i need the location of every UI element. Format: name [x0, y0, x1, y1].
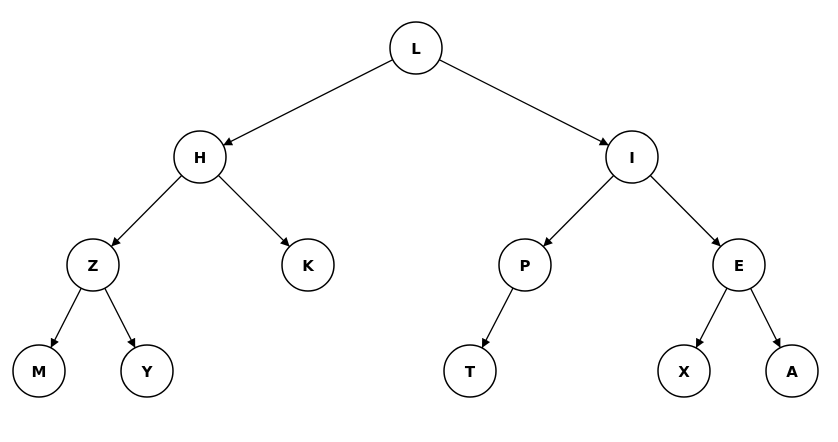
node-H-label: H [194, 149, 207, 167]
node-E-circle [712, 238, 766, 292]
node-I: I [605, 130, 659, 184]
edge-E-A [750, 288, 781, 348]
node-Z-circle [66, 238, 120, 292]
node-H: H [173, 130, 227, 184]
edge-Z-M [50, 287, 82, 349]
node-layer: L H I Z K P E M [12, 21, 819, 398]
node-M-circle [12, 344, 66, 398]
node-H-circle [173, 130, 227, 184]
node-X-circle [657, 344, 711, 398]
edge-L-I [438, 59, 610, 146]
node-L-label: L [411, 40, 421, 58]
edge-Z-Y [104, 287, 136, 349]
node-T-label: T [465, 363, 476, 381]
node-E-label: E [734, 257, 744, 275]
edge-layer [50, 59, 781, 349]
node-E: E [712, 238, 766, 292]
node-A-label: A [786, 363, 798, 381]
node-X-label: X [678, 363, 690, 381]
node-M: M [12, 344, 66, 398]
node-K: K [281, 238, 335, 292]
edge-I-P [542, 175, 615, 247]
node-X: X [657, 344, 711, 398]
edge-I-E [649, 175, 722, 247]
node-M-label: M [32, 363, 47, 381]
edge-L-H [222, 59, 394, 146]
edge-E-X [695, 287, 728, 349]
node-T: T [443, 344, 497, 398]
node-P-circle [498, 238, 552, 292]
node-I-circle [605, 130, 659, 184]
node-T-circle [443, 344, 497, 398]
node-Z-label: Z [88, 257, 99, 275]
node-Z: Z [66, 238, 120, 292]
node-Y-circle [120, 344, 174, 398]
node-A: A [765, 344, 819, 398]
edge-H-Z [110, 175, 183, 247]
node-P-label: P [520, 257, 531, 275]
node-Y-label: Y [141, 363, 154, 381]
node-A-circle [765, 344, 819, 398]
node-L: L [389, 21, 443, 75]
node-P: P [498, 238, 552, 292]
node-K-circle [281, 238, 335, 292]
node-I-label: I [629, 149, 635, 167]
node-Y: Y [120, 344, 174, 398]
edge-H-K [217, 174, 291, 248]
node-K-label: K [302, 257, 315, 275]
edge-P-T [481, 287, 514, 349]
node-L-circle [389, 21, 443, 75]
